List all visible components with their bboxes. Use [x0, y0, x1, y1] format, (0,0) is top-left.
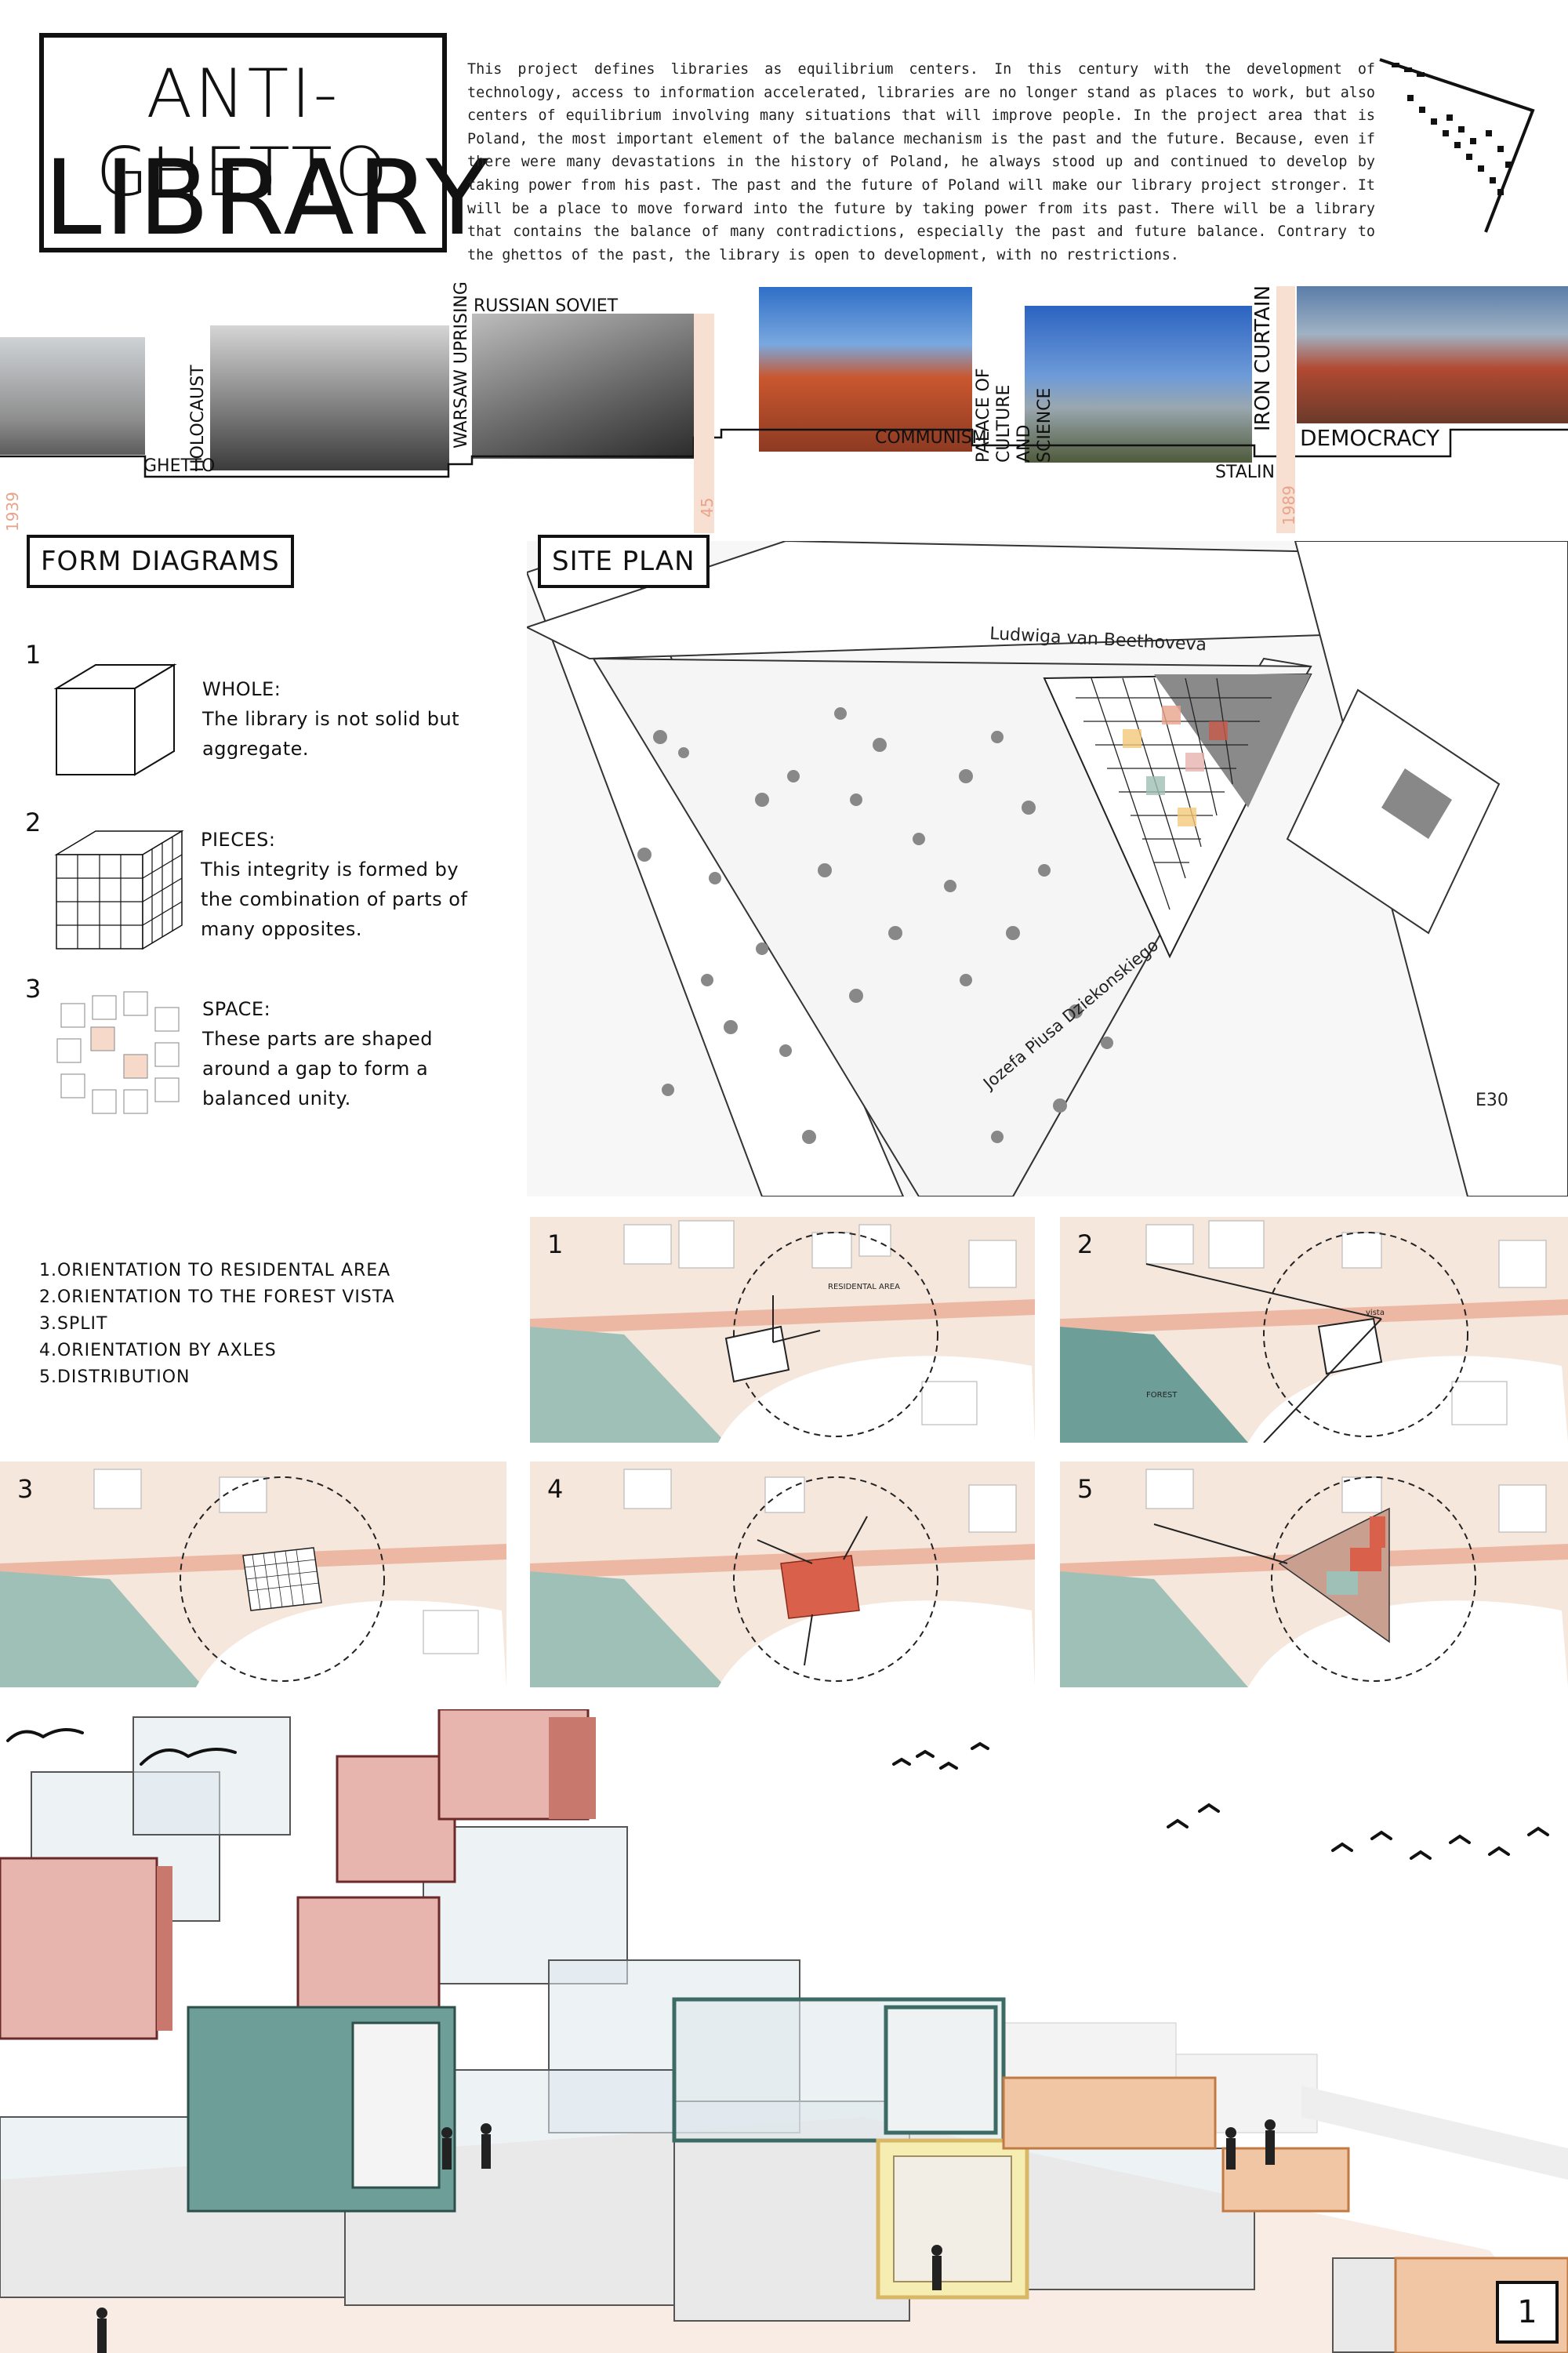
intro-paragraph: This project defines libraries as equili… [467, 61, 1375, 263]
site-plan-map: Ludwiga van Beethoveva Jozefa Piusa Dzie… [527, 541, 1568, 1196]
year-1989: 1989 [1279, 485, 1298, 525]
warsaw-uprising-photo [472, 314, 695, 459]
timeline-label-communism: COMMUNISM [875, 428, 987, 448]
form-item-2-number: 2 [25, 808, 42, 837]
form-diagrams-title: FORM DIAGRAMS [27, 535, 294, 588]
panel-1-drawing: RESIDENTAL AREA [530, 1220, 1035, 1443]
palace-photo [1025, 306, 1252, 463]
perspective-drawing [0, 1709, 1568, 2353]
step-1: 1.ORIENTATION TO RESIDENTAL AREA [39, 1261, 391, 1280]
old-town-photo [759, 287, 972, 452]
form-item-1-number: 1 [25, 640, 42, 670]
form-item-3-number: 3 [25, 974, 42, 1004]
form-item-2-heading: PIECES: [201, 829, 276, 851]
democracy-photo [1297, 286, 1568, 423]
diagram-panel-5: 5 [1060, 1462, 1568, 1687]
site-plan-drawing: Ludwiga van Beethoveva Jozefa Piusa Dzie… [527, 541, 1568, 1196]
form-item-1-text: WHOLE: The library is not solid but aggr… [202, 674, 461, 764]
step-3: 3.SPLIT [39, 1314, 108, 1334]
project-logo-icon [1379, 58, 1535, 233]
exploded-cube-icon [56, 991, 180, 1114]
form-item-2-body: This integrity is formed by the combinat… [201, 859, 468, 940]
form-item-3-heading: SPACE: [202, 998, 271, 1020]
diagram-panel-2: vista FOREST 2 [1060, 1217, 1568, 1443]
panel-2-label-vista: vista [1366, 1309, 1385, 1317]
solid-cube-icon [53, 663, 177, 776]
page-number: 1 [1496, 2281, 1559, 2344]
panel-2-label-forest: FOREST [1146, 1391, 1178, 1400]
site-plan-title: SITE PLAN [538, 535, 710, 588]
panel-4-drawing [530, 1469, 1035, 1687]
step-4: 4.ORIENTATION BY AXLES [39, 1341, 277, 1360]
timeline-label-stalin: STALIN [1215, 463, 1275, 482]
timeline-label-iron-curtain: IRON CURTAIN [1251, 285, 1275, 431]
timeline-label-palace: PALACE OF CULTURE AND SCIENCE [974, 368, 1054, 463]
diagram-panel-1: RESIDENTAL AREA 1 [530, 1217, 1035, 1443]
grid-cube-icon [54, 830, 184, 950]
timeline-label-holocaust: HOLOCAUST [188, 365, 208, 472]
title-box: ANTI-GHETTO LIBRARY [39, 33, 489, 259]
panel-4-number: 4 [547, 1474, 564, 1504]
step-2: 2.ORIENTATION TO THE FOREST VISTA [39, 1287, 395, 1307]
panel-3-number: 3 [17, 1474, 34, 1504]
diagram-panel-4: 4 [530, 1462, 1035, 1687]
diagram-panel-3: 3 [0, 1462, 506, 1687]
year-1939: 1939 [3, 492, 22, 532]
library-perspective-render [0, 1709, 1568, 2353]
timeline-label-democracy: DEMOCRACY [1300, 425, 1440, 451]
panel-5-number: 5 [1077, 1474, 1094, 1504]
title-line-1: ANTI-GHETTO [96, 55, 390, 212]
panel-1-number: 1 [547, 1229, 564, 1259]
panel-5-drawing [1060, 1469, 1568, 1687]
form-item-2-text: PIECES: This integrity is formed by the … [201, 825, 483, 944]
step-5: 5.DISTRIBUTION [39, 1367, 191, 1387]
design-steps-list: 1.ORIENTATION TO RESIDENTAL AREA 2.ORIEN… [39, 1258, 395, 1391]
panel-3-drawing [0, 1469, 506, 1687]
form-item-1-body: The library is not solid but aggregate. [202, 708, 460, 760]
title-line-2: LIBRARY [44, 138, 492, 259]
timeline-label-warsaw-uprising: WARSAW UPRISING [452, 281, 471, 448]
panel-2-number: 2 [1077, 1229, 1094, 1259]
form-item-3-body: These parts are shaped around a gap to f… [202, 1028, 433, 1109]
holocaust-photo [210, 325, 449, 470]
history-timeline: GHETTO HOLOCAUST WARSAW UPRISING RUSSIAN… [0, 281, 1568, 533]
road-label-e30: E30 [1475, 1091, 1508, 1110]
timeline-label-russian-soviet: RUSSIAN SOVIET [474, 296, 619, 316]
timeline-line [0, 286, 1568, 533]
year-45: 45 [698, 497, 717, 517]
form-item-3-text: SPACE: These parts are shaped around a g… [202, 994, 469, 1113]
timeline-label-ghetto: GHETTO [143, 456, 216, 476]
ghetto-photo [0, 337, 145, 455]
form-item-1-heading: WHOLE: [202, 678, 281, 700]
panel-2-drawing: vista FOREST [1060, 1220, 1568, 1443]
panel-1-label: RESIDENTAL AREA [828, 1283, 900, 1291]
